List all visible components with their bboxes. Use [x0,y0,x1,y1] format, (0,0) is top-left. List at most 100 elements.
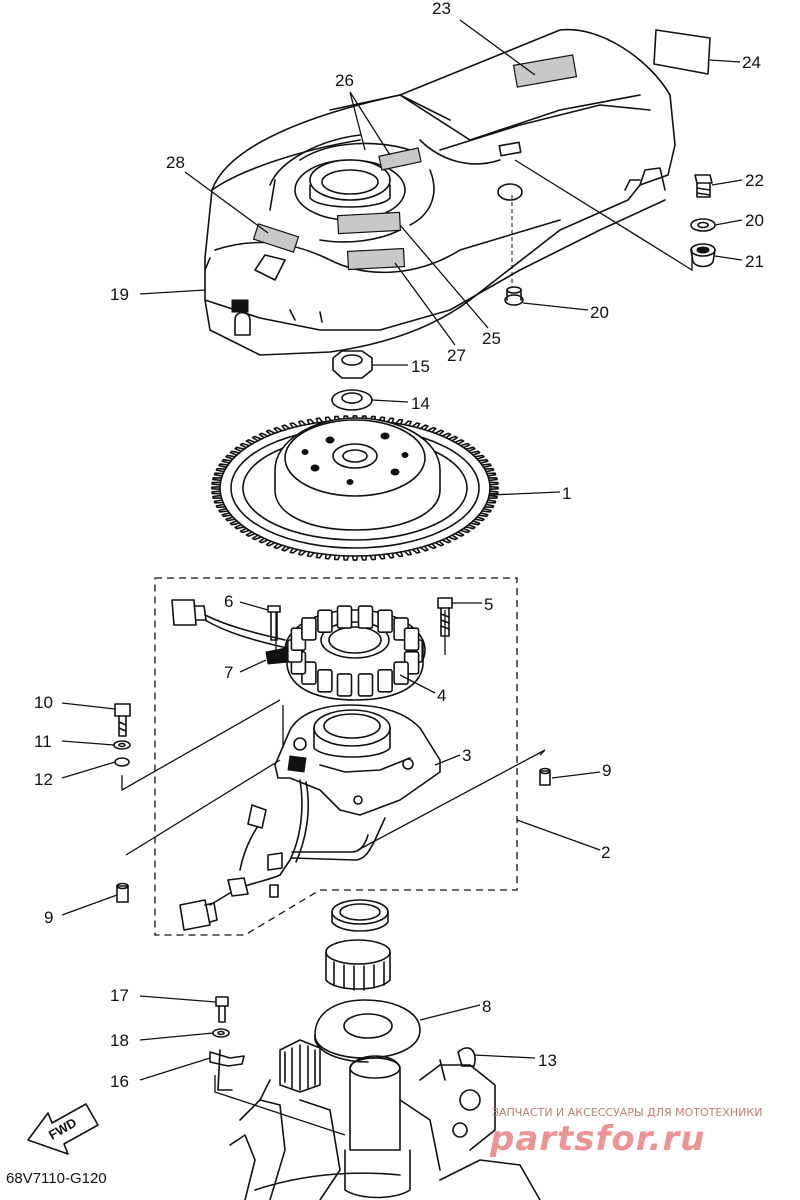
gear-tooth [478,512,489,518]
base-spring-washer [114,757,130,767]
gear-tooth [465,446,476,453]
gear-tooth [403,420,412,427]
gear-tooth [454,439,465,445]
gear-tooth [306,551,315,558]
gear-tooth [239,442,251,449]
gear-tooth [245,531,256,537]
gear-tooth [215,503,227,509]
gear-tooth [481,507,492,513]
gear-tooth [351,555,359,561]
powerhead-block [229,1039,541,1200]
upper-collar [331,899,389,932]
gear-tooth [403,549,412,556]
gear-tooth [483,467,495,473]
dowel-pin [116,882,129,903]
gear-tooth [334,554,341,561]
stator-pole [317,609,333,634]
callout-22: 22 [745,171,764,190]
gear-tooth [474,454,485,460]
callout-16: 16 [110,1072,129,1091]
gear-tooth [265,540,276,547]
flywheel-cover [204,28,676,356]
callout-21: 21 [745,252,764,271]
gear-tooth [218,463,229,469]
gear-tooth [315,552,324,559]
gear-tooth [360,555,368,561]
stator-assembly-boundary [154,577,518,936]
stator-base [274,704,441,816]
callout-14: 14 [411,394,430,413]
gear-tooth [487,477,498,482]
callout-3: 3 [462,746,471,765]
gear-tooth [229,520,241,526]
gear-tooth [459,442,471,449]
gear-tooth [411,547,421,554]
clamp-screw [267,605,281,641]
callout-19: 19 [110,285,129,304]
callout-4: 4 [437,686,446,705]
callout-9: 9 [44,908,53,927]
gear-tooth [289,422,299,429]
gear-tooth [411,422,421,429]
warning-label [653,29,711,75]
callout-10: 10 [34,693,53,712]
gear-tooth [281,545,291,552]
gear-tooth [459,527,471,534]
gear-tooth [419,545,429,552]
gear-tooth [215,467,227,473]
callout-6: 6 [224,592,233,611]
gear-tooth [212,477,223,482]
callout-28: 28 [166,153,185,172]
callout-25: 25 [482,329,501,348]
gear-tooth [225,454,236,460]
gear-tooth [306,418,315,425]
gear-tooth [441,537,452,544]
gear-tooth [469,450,481,456]
gear-tooth [251,534,263,541]
diagram-code: 68V7110-G120 [6,1170,107,1187]
flywheel [211,415,499,561]
gear-tooth [441,432,452,439]
callout-1: 1 [562,484,571,503]
gear-tooth [469,520,481,526]
stator-connector [171,599,288,649]
stator-pole [377,609,393,634]
gear-tooth [488,490,499,495]
gear-tooth [221,458,232,464]
gear-tooth [258,432,269,439]
stator-pole [336,605,353,629]
gear-tooth [251,435,263,442]
gear-tooth [281,424,291,431]
gear-tooth [265,429,276,436]
gear-tooth [489,486,499,490]
stator-pole [403,627,420,652]
gear-tooth [221,512,232,518]
gear-tooth [218,507,229,513]
gear-tooth [488,481,499,486]
watermark-caption: ЗАПЧАСТИ И АКСЕССУАРЫ ДЛЯ МОТОТЕХНИКИ [492,1106,762,1119]
gear-tooth [273,426,283,433]
cover-washer [690,218,716,232]
gear-tooth [487,494,498,499]
stator-pole [357,673,374,697]
dowel-pin [539,767,551,786]
gear-tooth [395,551,404,558]
stator-pole [317,668,333,693]
gear-tooth [234,523,245,530]
gear-tooth [258,537,269,544]
bushing [325,939,391,991]
callout-15: 15 [411,357,430,376]
wire-harness [179,779,386,931]
gear-tooth [454,531,465,537]
cover-bolt [694,174,713,198]
gear-tooth [447,435,459,442]
gear-tooth [434,429,445,436]
plate-bolt [215,996,229,1023]
gear-tooth [229,450,241,456]
gear-tooth [427,543,437,550]
gear-tooth [481,463,492,469]
gear-tooth [213,499,224,504]
callout-9: 9 [602,761,611,780]
flywheel-nut [332,350,373,379]
wire-clamp [265,647,289,665]
